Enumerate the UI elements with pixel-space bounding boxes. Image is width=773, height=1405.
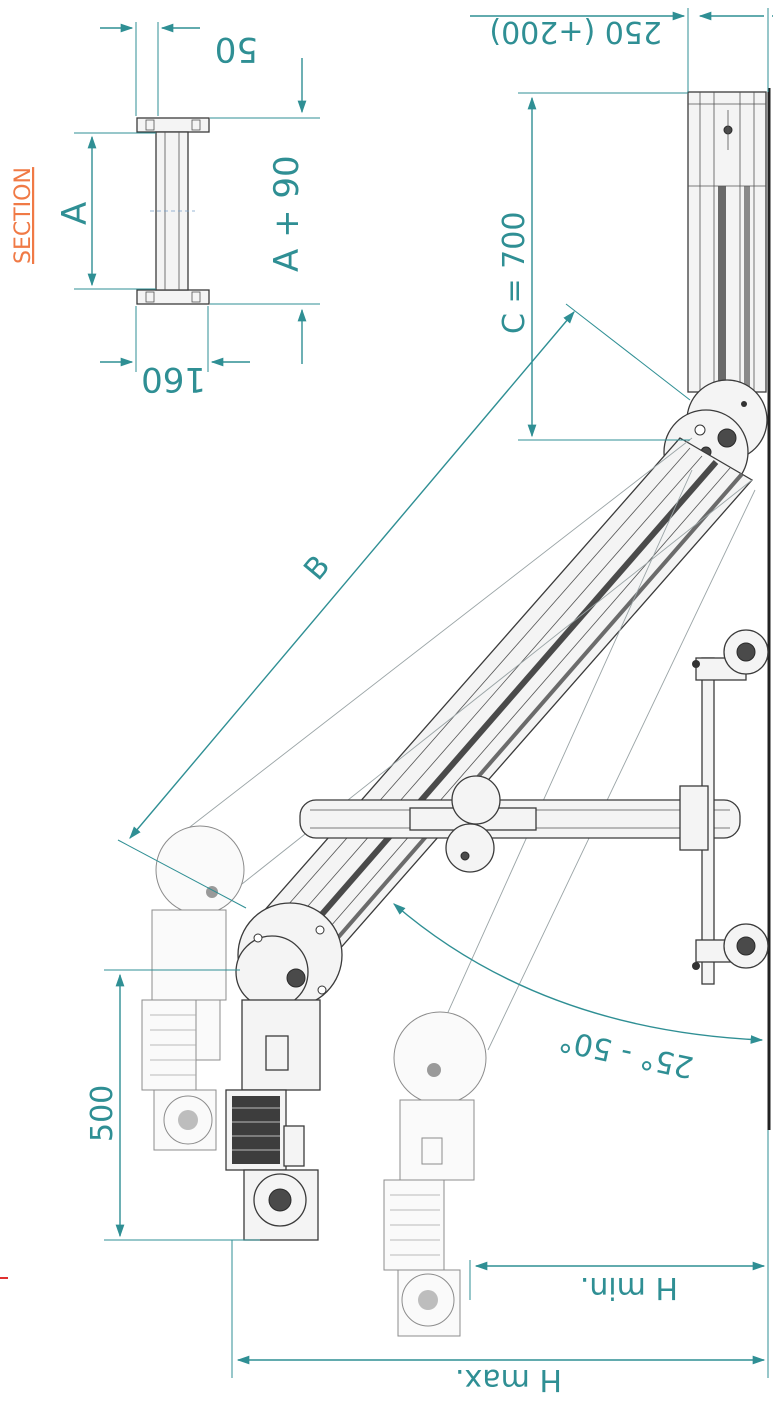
dim-angle [393, 903, 764, 1044]
ghost-min-position [383, 469, 756, 1337]
dim-250 [470, 8, 773, 92]
dim-h-max [231, 1240, 769, 1378]
dim-a-label: A [55, 202, 95, 225]
dim-h-max-label: H max. [455, 1362, 562, 1397]
dim-50-label: 50 [215, 29, 258, 69]
infeed-section [687, 91, 767, 393]
section-detail [136, 117, 210, 305]
dim-b [117, 303, 691, 909]
dim-c-label: C = 700 [497, 212, 532, 334]
inclined-section [254, 437, 754, 961]
dim-250-label: 250 (+200) [489, 14, 662, 49]
dim-c [518, 92, 690, 441]
dim-160-label: 160 [141, 359, 206, 399]
dim-h-min [469, 1130, 769, 1300]
dim-b-label: B [297, 549, 337, 587]
dim-a [74, 132, 156, 290]
dim-h-min-label: H min. [580, 1270, 678, 1305]
drive-motor [225, 999, 321, 1241]
lower-joint [235, 902, 343, 1009]
dim-a-plus-90-label: A + 90 [267, 155, 307, 272]
section-label: SECTION [11, 167, 36, 264]
dim-500-label: 500 [85, 1085, 120, 1142]
caster-top [692, 629, 769, 681]
dim-50 [100, 22, 200, 116]
dim-500 [104, 969, 260, 1241]
ghost-max-position [141, 437, 753, 1151]
